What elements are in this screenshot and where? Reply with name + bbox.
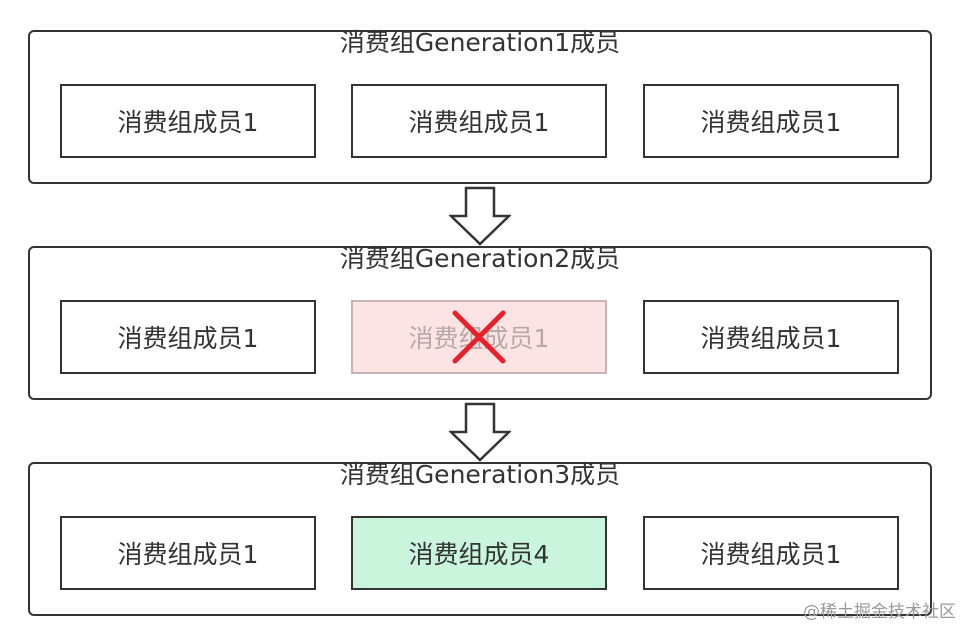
generation-2-member-1: 消费组成员1	[60, 300, 316, 374]
generation-2-group: 消费组Generation2成员 消费组成员1 消费组成员1 消费组成员1	[28, 244, 932, 400]
watermark: @稀土掘金技术社区	[803, 602, 956, 622]
generation-1-title: 消费组Generation1成员	[339, 28, 621, 57]
generation-1-member-3: 消费组成员1	[643, 84, 899, 158]
red-x-icon	[452, 310, 506, 364]
generation-2-title: 消费组Generation2成员	[339, 244, 621, 273]
generation-3-member-added: 消费组成员4	[351, 516, 607, 590]
generation-2-member-removed: 消费组成员1	[351, 300, 607, 374]
generation-3-member-3: 消费组成员1	[643, 516, 899, 590]
generation-1-member-2: 消费组成员1	[351, 84, 607, 158]
down-arrow-icon	[449, 186, 511, 246]
generation-3-member-1: 消费组成员1	[60, 516, 316, 590]
down-arrow-icon	[449, 402, 511, 462]
generation-2-member-3: 消费组成员1	[643, 300, 899, 374]
generation-1-member-1: 消费组成员1	[60, 84, 316, 158]
generation-1-group: 消费组Generation1成员 消费组成员1 消费组成员1 消费组成员1	[28, 28, 932, 184]
generation-3-title: 消费组Generation3成员	[339, 460, 621, 489]
generation-3-group: 消费组Generation3成员 消费组成员1 消费组成员4 消费组成员1	[28, 460, 932, 616]
